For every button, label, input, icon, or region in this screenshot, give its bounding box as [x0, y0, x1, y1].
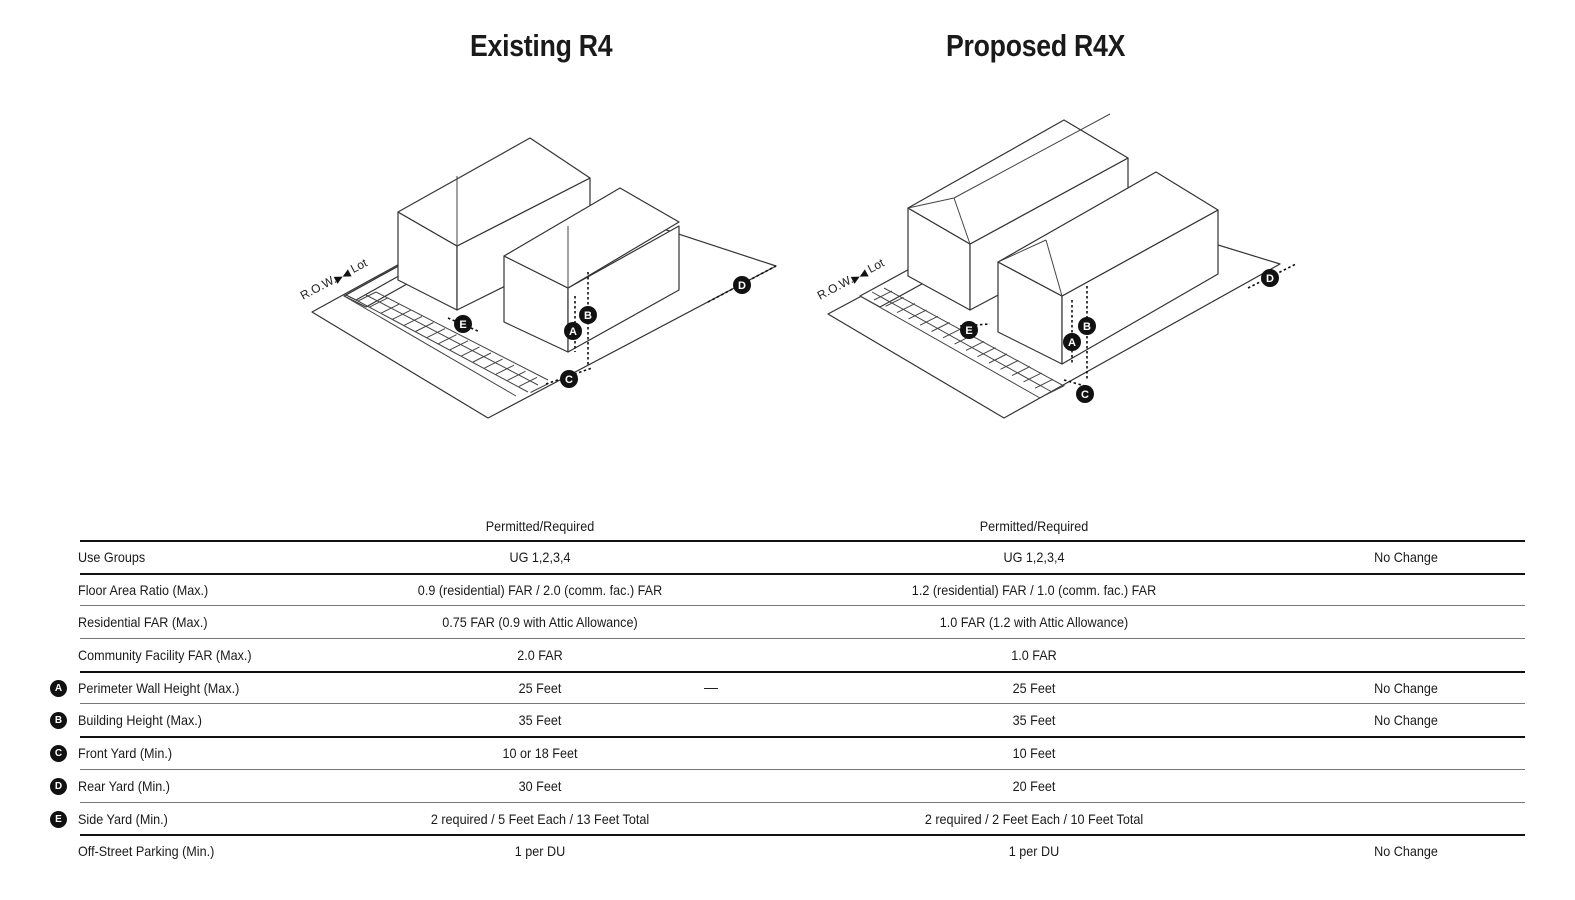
marker-b-badge: B: [50, 712, 67, 729]
existing-value: 0.9 (residential) FAR / 2.0 (comm. fac.)…: [417, 582, 663, 598]
proposed-value: 1.0 FAR (1.2 with Attic Allowance): [939, 614, 1129, 630]
change-value: No Change: [1374, 843, 1438, 859]
row-label: Building Height (Max.): [78, 712, 202, 728]
header-proposed: Permitted/Required: [979, 518, 1089, 534]
table-divider: [80, 834, 1525, 836]
existing-value: 30 Feet: [518, 778, 562, 794]
svg-text:C: C: [565, 374, 573, 386]
proposed-value: 10 Feet: [1012, 745, 1056, 761]
proposed-value: 25 Feet: [1012, 680, 1056, 696]
table-divider: [80, 638, 1525, 639]
svg-text:Lot: Lot: [865, 255, 887, 276]
zoning-diagrams: A B C D E R.O.W. Lot: [298, 113, 1297, 419]
row-label: Residential FAR (Max.): [78, 614, 208, 630]
row-label: Community Facility FAR (Max.): [78, 647, 252, 663]
table-dash-mark: [704, 688, 718, 689]
table-divider: [80, 605, 1525, 606]
svg-text:C: C: [1081, 389, 1089, 401]
existing-value: 25 Feet: [518, 680, 562, 696]
row-label: Use Groups: [78, 549, 146, 565]
marker-c-left: C: [560, 370, 578, 388]
svg-text:D: D: [1266, 273, 1274, 285]
change-value: No Change: [1374, 712, 1438, 728]
marker-e-right: E: [960, 321, 978, 339]
proposed-value: 2 required / 2 Feet Each / 10 Feet Total: [924, 811, 1144, 827]
marker-a-right: A: [1063, 333, 1081, 351]
existing-r4-diagram: A B C D E R.O.W. Lot: [298, 137, 777, 419]
row-label: Perimeter Wall Height (Max.): [78, 680, 240, 696]
table-row: Perimeter Wall Height (Max.) 25 Feet 25 Fe…: [78, 672, 1525, 704]
proposed-r4x-title: Proposed R4X: [946, 28, 1126, 63]
table-divider: [80, 671, 1525, 673]
marker-d-badge: D: [50, 778, 67, 795]
marker-b-right: B: [1078, 317, 1096, 335]
table-row: Side Yard (Min.) 2 required / 5 Feet Each…: [78, 803, 1525, 835]
row-label: Rear Yard (Min.): [78, 778, 170, 794]
existing-r4-title: Existing R4: [470, 28, 613, 63]
table-row: Building Height (Max.) 35 Feet 35 Feet No C…: [78, 704, 1525, 736]
table-row: Rear Yard (Min.) 30 Feet 20 Feet: [78, 770, 1525, 802]
table-divider: [80, 573, 1525, 575]
svg-text:B: B: [1083, 321, 1091, 333]
marker-c-right: C: [1076, 385, 1094, 403]
table-divider: [80, 540, 1525, 542]
marker-a-left: A: [564, 322, 582, 340]
table-row: Off-Street Parking (Min.) 1 per DU 1 per D…: [78, 835, 1525, 867]
existing-value: 35 Feet: [518, 712, 562, 728]
marker-c-badge: C: [50, 745, 67, 762]
row-label: Side Yard (Min.): [78, 811, 168, 827]
marker-a-badge: A: [50, 680, 67, 697]
proposed-value: UG 1,2,3,4: [1003, 549, 1065, 565]
table-row: Use Groups UG 1,2,3,4 UG 1,2,3,4 No Change: [78, 541, 1525, 573]
table-divider: [80, 736, 1525, 738]
proposed-r4x-diagram: A B C D E R.O.W. Lot: [815, 113, 1297, 419]
svg-text:B: B: [584, 310, 592, 322]
existing-value: 0.75 FAR (0.9 with Attic Allowance): [442, 614, 638, 630]
change-value: No Change: [1374, 680, 1438, 696]
svg-text:R.O.W.: R.O.W.: [815, 272, 856, 303]
existing-value: 2 required / 5 Feet Each / 13 Feet Total: [430, 811, 650, 827]
header-existing: Permitted/Required: [485, 518, 595, 534]
svg-text:E: E: [459, 319, 466, 331]
svg-text:A: A: [569, 326, 577, 338]
proposed-value: 1.0 FAR: [1011, 647, 1057, 663]
marker-e-left: E: [454, 315, 472, 333]
proposed-value: 1 per DU: [1008, 843, 1060, 859]
table-row: Residential FAR (Max.) 0.75 FAR (0.9 with…: [78, 606, 1525, 638]
table-row: Floor Area Ratio (Max.) 0.9 (residential)…: [78, 574, 1525, 606]
svg-text:Lot: Lot: [348, 255, 370, 276]
existing-value: 10 or 18 Feet: [502, 745, 578, 761]
proposed-value: 35 Feet: [1012, 712, 1056, 728]
table-row: Community Facility FAR (Max.) 2.0 FAR 1.0 …: [78, 639, 1525, 671]
proposed-value: 1.2 (residential) FAR / 1.0 (comm. fac.)…: [911, 582, 1157, 598]
row-label: Floor Area Ratio (Max.): [78, 582, 209, 598]
table-divider: [80, 769, 1525, 770]
table-divider: [80, 802, 1525, 803]
svg-text:R.O.W.: R.O.W.: [298, 272, 339, 303]
change-value: No Change: [1374, 549, 1438, 565]
marker-b-left: B: [579, 306, 597, 324]
marker-d-right: D: [1261, 269, 1279, 287]
svg-text:E: E: [965, 325, 972, 337]
marker-e-badge: E: [50, 811, 67, 828]
proposed-value: 20 Feet: [1012, 778, 1056, 794]
existing-value: UG 1,2,3,4: [509, 549, 571, 565]
marker-d-left: D: [733, 276, 751, 294]
table-row: Front Yard (Min.) 10 or 18 Feet 10 Feet: [78, 737, 1525, 769]
table-divider: [80, 703, 1525, 704]
svg-text:D: D: [738, 280, 746, 292]
row-label: Front Yard (Min.): [78, 745, 173, 761]
svg-text:A: A: [1068, 337, 1076, 349]
row-label: Off-Street Parking (Min.): [78, 843, 215, 859]
existing-value: 1 per DU: [514, 843, 566, 859]
existing-value: 2.0 FAR: [517, 647, 563, 663]
